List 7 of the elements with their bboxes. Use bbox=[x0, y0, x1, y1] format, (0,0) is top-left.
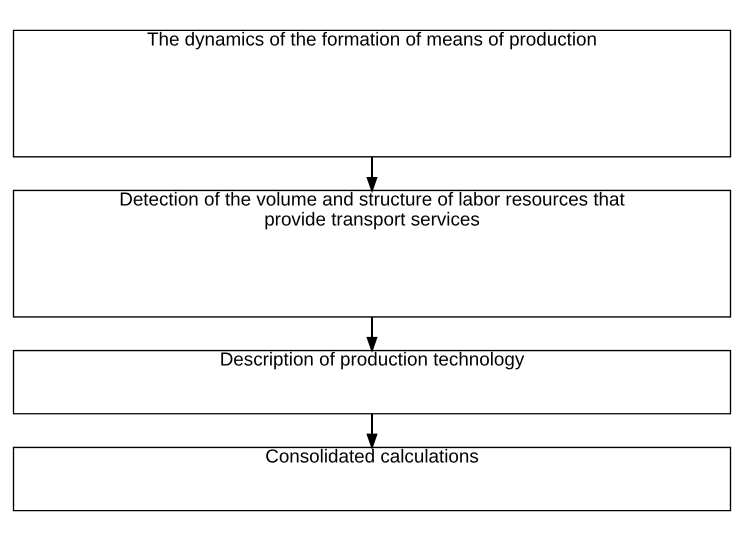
node-box: Description of production technology bbox=[12, 349, 732, 414]
node-box: Consolidated calculations bbox=[12, 446, 732, 511]
node-box: Detection of the volume and structure of labor resources that provide transport services bbox=[12, 189, 732, 318]
arrow bbox=[366, 156, 378, 193]
node-box: The dynamics of the formation of means of production bbox=[12, 29, 732, 157]
arrow bbox=[366, 316, 378, 352]
arrow bbox=[366, 413, 378, 450]
